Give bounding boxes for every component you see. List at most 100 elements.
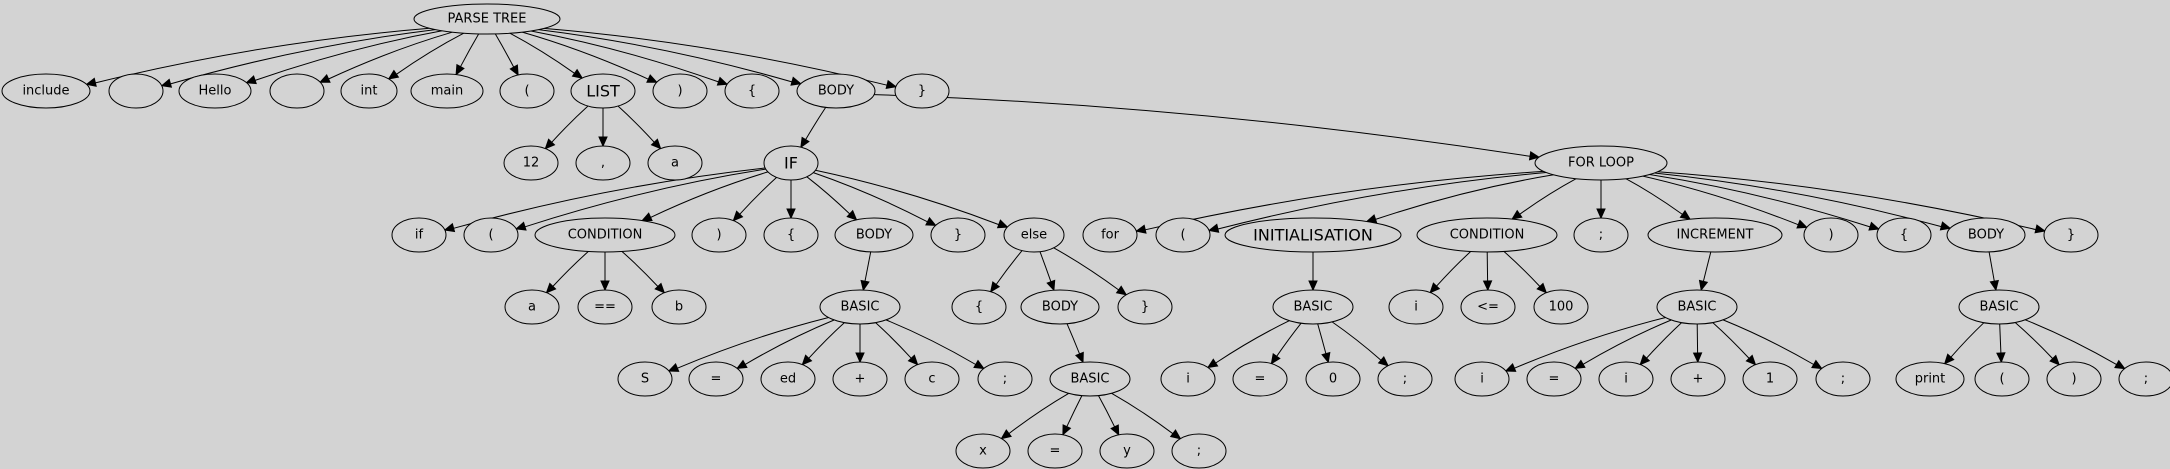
arrowhead-if-else [996,219,1009,229]
tree-node-blank1 [108,73,164,109]
node-label: PARSE TREE [448,12,527,27]
tree-node-b4plus: + [1670,361,1726,397]
arrowhead-forloop-flb [1868,221,1880,231]
node-ellipse [1272,289,1354,325]
edge-basic5-b5semi [2025,319,2117,366]
edge-cond1-cb [621,251,659,287]
node-ellipse [1573,217,1629,253]
arrowhead-basic3-b3i [1206,358,1219,369]
arrowhead-if-iflb [786,208,796,220]
tree-node-b1eq: = [688,361,744,397]
edge-root-body0 [538,29,793,83]
arrowhead-forloop-frp [1796,219,1808,229]
node-label: S [641,372,649,387]
edge-root-main [460,33,480,67]
arrowhead-if-cond1 [641,212,653,222]
arrowhead-root-rparen0 [646,74,658,83]
tree-node-iflb: { [763,217,819,253]
tree-node-if: IF [763,145,819,181]
arrowhead-root-rbrace0 [885,79,898,90]
edge-if-ifrp [739,177,777,215]
node-ellipse [1656,289,1738,325]
arrowhead-root-list [571,68,584,79]
node-ellipse [1027,433,1083,469]
node-label: BODY [818,84,854,99]
arrowhead-forloop-frb [2034,224,2047,234]
node-label: IF [784,154,798,173]
arrowhead-basic1-b1c [907,354,919,366]
node-label: == [594,300,616,315]
edge-root-rparen0 [522,31,649,80]
node-ellipse [1,73,91,109]
arrowhead-root-include [85,77,97,87]
node-label: BASIC [841,300,880,315]
edge-basic2-b2eq [1066,395,1083,427]
node-label: , [601,156,605,171]
arrowhead-basic2-b2semi [1169,429,1182,440]
edge-basic3-b3semi [1331,321,1382,361]
edge-basic3-b3eq [1276,322,1302,357]
arrowhead-forloop-forkw [1135,224,1147,234]
node-ellipse [2043,217,2099,253]
edge-list-a0 [617,105,655,143]
tree-node-frp: ) [1803,217,1859,253]
node-ellipse [1117,289,1173,325]
arrowhead-basic2-b2y [1110,424,1120,436]
node-label: BASIC [1294,300,1333,315]
arrowhead-list-n12 [544,138,556,150]
edge-forloop-incr [1625,178,1683,215]
arrowhead-forloop-flp [1207,223,1220,233]
tree-node-b1c: c [904,361,960,397]
node-label: int [361,84,378,99]
node-label: b [675,300,683,315]
node-label: } [918,84,926,99]
node-ellipse [1460,289,1516,325]
edge-root-list [509,32,575,74]
edge-basic5-b5rp [2014,322,2054,359]
node-ellipse [1803,217,1859,253]
node-ellipse [1742,361,1798,397]
edge-root-int [396,32,464,75]
node-ellipse [1454,361,1510,397]
tree-node-b2semi: ; [1171,433,1227,469]
tree-node-elb: { [951,289,1007,325]
node-label: { [748,84,756,99]
tree-node-int: int [340,73,398,109]
edge-root-blank2 [328,31,453,80]
node-ellipse [503,145,559,181]
tree-node-lparen0: ( [499,73,555,109]
arrowhead-init-basic3 [1308,280,1318,292]
tree-node-forloop: FOR LOOP [1534,145,1668,181]
node-label: 0 [1329,372,1337,387]
node-label: LIST [586,82,620,101]
arrowhead-basic3-b30 [1321,351,1331,364]
tree-node-cond2: CONDITION [1416,217,1558,253]
node-ellipse [651,289,707,325]
arrowhead-basic4-b4plus [1692,352,1703,364]
edge-list-n12 [551,105,589,143]
node-label: BODY [1968,228,2004,243]
arrowhead-basic1-b1ed [801,354,813,366]
arrowhead-if-ifkw [443,222,456,233]
arrowhead-basic1-b1semi [973,359,985,370]
node-label: i [1480,372,1484,387]
tree-node-ifrp: ) [691,217,747,253]
tree-node-c2i: i [1388,289,1444,325]
edge-if-ifrb [813,172,928,223]
edge-basic5-b5print [1950,322,1985,358]
node-ellipse [832,361,888,397]
edge-basic2-b2y [1098,395,1116,428]
tree-node-cond1: CONDITION [534,217,676,253]
node-ellipse [463,217,519,253]
tree-node-b5lp: ( [1974,361,2030,397]
edge-basic2-b2semi [1111,392,1174,435]
node-ellipse [904,361,960,397]
node-label: ) [1828,228,1833,243]
edge-basic4-b4eq [1582,319,1672,365]
arrowhead-basic1-b1eq [736,359,748,370]
node-ellipse [1003,217,1065,253]
arrowhead-root-blank1 [160,78,173,88]
node-ellipse [819,289,901,325]
node-label: ; [1197,444,1201,459]
